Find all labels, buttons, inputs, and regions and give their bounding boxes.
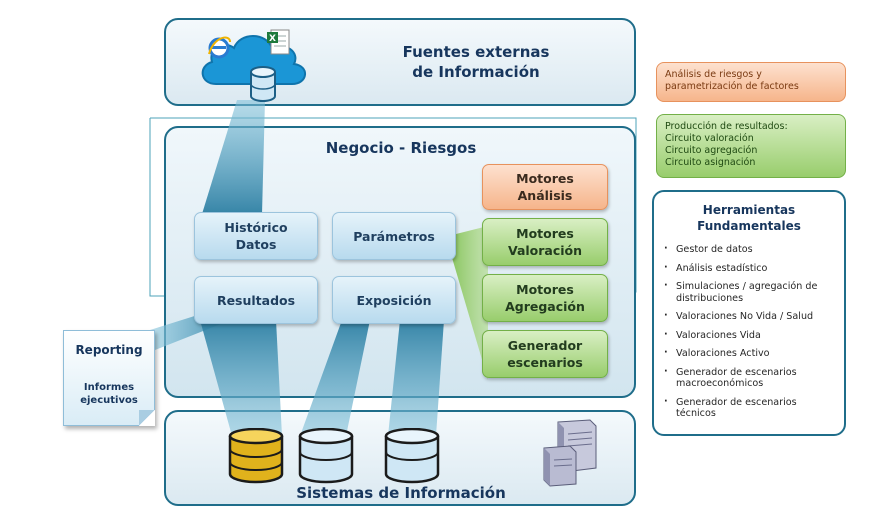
beam-exposicion-db2 xyxy=(388,320,444,436)
box-motores-valoracion: Motores Valoración xyxy=(482,218,608,266)
box-motores-analisis: Motores Análisis xyxy=(482,164,608,210)
beam-exposicion-db1 xyxy=(300,320,370,436)
tools-item: Valoraciones Activo xyxy=(662,347,844,360)
svg-text:X: X xyxy=(269,34,276,44)
tools-item: Valoraciones Vida xyxy=(662,329,844,342)
external-sources-title-line1: Fuentes externas xyxy=(402,43,550,61)
external-sources-panel: Fuentes externas de Información xyxy=(164,18,636,106)
tools-item: Gestor de datos xyxy=(662,243,844,256)
box-historico-datos: Histórico Datos xyxy=(194,212,318,260)
box-resultados: Resultados xyxy=(194,276,318,324)
excel-icon: X xyxy=(267,29,290,55)
external-sources-title: Fuentes externas de Información xyxy=(376,42,576,82)
box-generador-escenarios: Generador escenarios xyxy=(482,330,608,378)
box-exposicion: Exposición xyxy=(332,276,456,324)
internet-explorer-icon xyxy=(208,36,231,59)
information-systems-title: Sistemas de Información xyxy=(296,484,506,502)
reporting-document: Reporting Informes ejecutivos xyxy=(63,330,155,426)
beam-parametros-motores xyxy=(448,226,488,380)
tools-item: Generador de escenarios macroeconómicos xyxy=(662,366,844,390)
beam-cloud-historico xyxy=(202,100,265,214)
box-parametros: Parámetros xyxy=(332,212,456,260)
page-fold-icon xyxy=(139,410,155,426)
database-gold-icon xyxy=(228,428,284,484)
reporting-title: Reporting xyxy=(75,343,143,357)
business-risk-title: Negocio - Riesgos xyxy=(325,139,477,157)
external-sources-title-line2: de Información xyxy=(412,63,540,81)
legend-orange: Análisis de riesgos y parametrización de… xyxy=(656,62,846,102)
legend-green: Producción de resultados: Circuito valor… xyxy=(656,114,846,178)
tools-panel: Herramientas Fundamentales Gestor de dat… xyxy=(652,190,846,436)
database-blue-icon-1 xyxy=(298,428,354,484)
database-blue-icon-2 xyxy=(384,428,440,484)
box-motores-agregacion: Motores Agregación xyxy=(482,274,608,322)
tools-item: Simulaciones / agregación de distribucio… xyxy=(662,280,844,304)
beam-resultados-db xyxy=(200,320,282,436)
tools-item: Análisis estadístico xyxy=(662,262,844,275)
tools-list: Gestor de datos Análisis estadístico Sim… xyxy=(654,243,850,427)
tools-item: Generador de escenarios técnicos xyxy=(662,396,844,420)
database-icon xyxy=(250,66,276,102)
tools-title: Herramientas Fundamentales xyxy=(697,203,801,233)
tools-item: Valoraciones No Vida / Salud xyxy=(662,310,844,323)
reporting-subtitle: Informes ejecutivos xyxy=(80,382,138,406)
server-icon xyxy=(543,419,597,487)
